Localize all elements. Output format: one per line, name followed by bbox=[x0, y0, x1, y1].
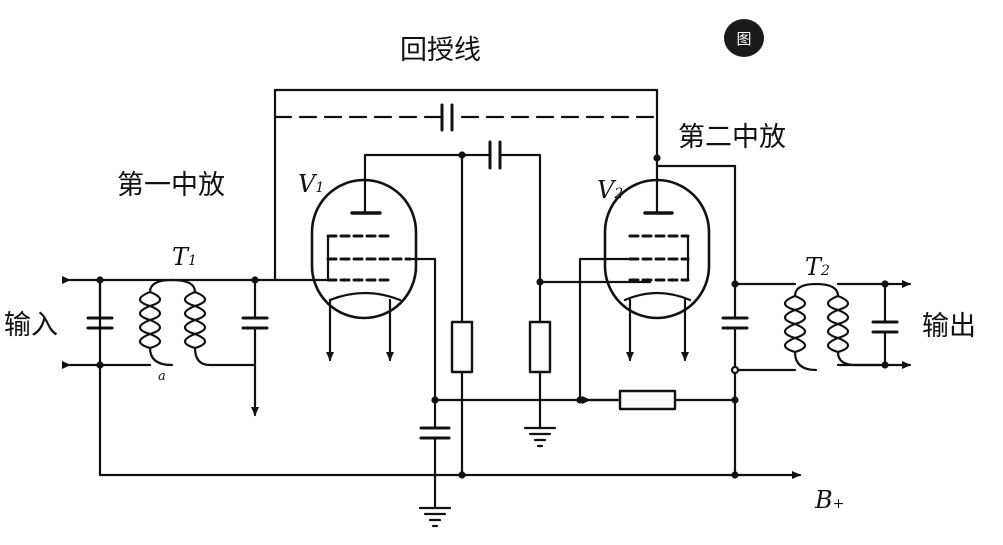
input-label: 输入 bbox=[4, 310, 58, 341]
tube-v1 bbox=[310, 153, 464, 402]
interstage bbox=[450, 140, 652, 479]
screen-bypass bbox=[418, 396, 622, 528]
feedback-line-label: 回授线 bbox=[400, 35, 481, 66]
output-label: 输出 bbox=[922, 311, 976, 342]
second-if-stage-label: 第二中放 bbox=[678, 122, 786, 153]
transformer-t1-label: T1 bbox=[172, 243, 197, 271]
tube-v1-label: V1 bbox=[298, 170, 325, 198]
figure-badge: 图 bbox=[724, 19, 764, 57]
tube-v2 bbox=[576, 154, 737, 404]
tube-v2-label: V2 bbox=[597, 176, 624, 204]
transformer-t1 bbox=[138, 276, 269, 417]
output-section bbox=[721, 164, 912, 477]
b-plus-label: B+ bbox=[815, 486, 845, 514]
b-plus-rail bbox=[98, 471, 802, 479]
transformer-t2-label: T2 bbox=[805, 253, 830, 281]
input-section bbox=[62, 276, 332, 477]
terminal-a-label: a bbox=[158, 369, 166, 384]
first-if-stage-label: 第一中放 bbox=[117, 170, 225, 201]
feedback-line bbox=[273, 88, 659, 282]
screen-resistor bbox=[582, 389, 739, 411]
